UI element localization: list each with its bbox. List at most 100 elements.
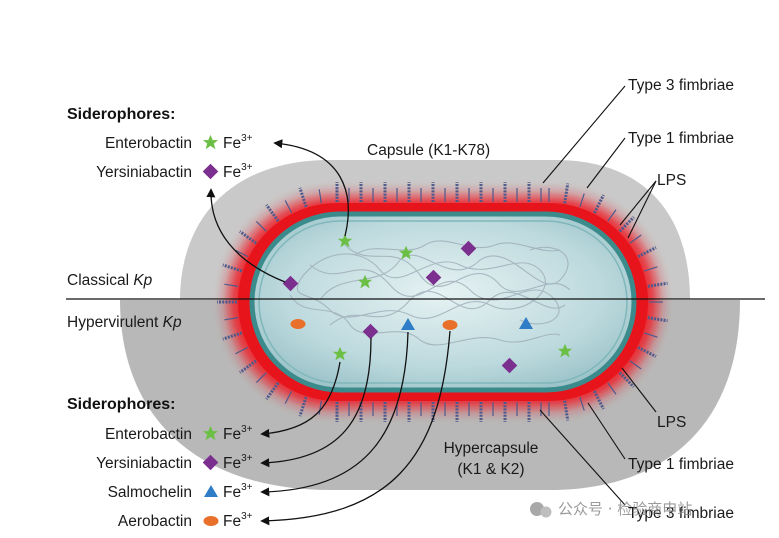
siderophore-name: Aerobactin [118,513,192,530]
arrow-enterobactin-bottom [260,361,341,438]
fimbria [265,382,280,400]
fimbria [637,346,657,358]
label-lps-bottom: LPS [657,414,686,431]
secretion-arrows [206,139,451,526]
lps-chain [224,317,239,321]
classical-siderophore-enterobactin: Enterobactin Fe3+ [105,133,253,152]
iron-label: Fe3+ [223,424,253,443]
lps-chain [629,234,642,244]
arrow-yersiniabactin-top [206,188,286,283]
lps-chain [284,200,293,214]
classical-kp-label: Classical Kp [67,272,153,289]
siderophore-name: Enterobactin [105,135,192,152]
iron-label: Fe3+ [223,482,253,501]
arrow-enterobactin-top [273,139,349,237]
label-type1-fimbriae-bottom: Type 1 fimbriae [628,456,734,473]
watermark: 公众号 · 检验商申站 [530,500,692,518]
fimbria [618,371,635,388]
fimbriae-group [217,182,668,422]
fimbria [239,359,257,374]
lps-chain [255,220,267,232]
lps-chain [579,193,585,208]
classical-siderophores-header: Siderophores: [67,106,175,123]
watermark-text: 公众号 · 检验商申站 [558,500,692,518]
classical-siderophore-yersiniabactin: Yersiniabactin Fe3+ [96,162,253,181]
hv-siderophore-aerobactin: Aerobactin Fe3+ [118,511,253,530]
label-type1-fimbriae-top: Type 1 fimbriae [628,130,734,147]
label-type3-fimbriae-bottom: Type 3 fimbriae [628,505,734,522]
fimbria [637,246,657,258]
leader-type3-top [542,85,626,184]
fimbria [593,194,605,214]
siderophore-name: Enterobactin [105,426,192,443]
wechat-icon [530,502,544,516]
fimbria [618,216,635,233]
lps-chain [235,249,249,258]
lps-chain [607,209,617,222]
triangle-icon [401,318,415,330]
lps-chain [643,332,658,338]
fimbria [222,263,243,273]
leader-type1-top [586,137,626,189]
leader-lps-bottom [621,367,657,413]
fimbria [593,390,605,410]
lps-chain [224,283,239,287]
hv-siderophore-yersiniabactin: Yersiniabactin Fe3+ [96,453,253,472]
lps-chain [318,400,322,415]
leader-lps-top [619,180,657,226]
leader-type1-bottom [587,402,626,460]
label-type3-fimbriae-top: Type 3 fimbriae [628,77,734,94]
hv-siderophore-salmochelin: Salmochelin Fe3+ [108,482,253,501]
siderophore-name: Yersiniabactin [96,455,192,472]
triangle-icon [204,485,218,497]
lps-chain [607,382,617,395]
fimbria [647,316,668,323]
diamond-icon [202,163,219,180]
hv-siderophore-enterobactin: Enterobactin Fe3+ [105,424,253,443]
lps-chain [235,346,249,355]
fimbria [647,281,668,288]
fimbria [563,400,570,421]
arrow-yersiniabactin-bottom [260,337,372,468]
arrow-aerobactin-bottom [260,330,451,526]
fimbria [222,331,243,341]
triangle-icon [519,317,533,329]
leader-lps-top-2 [627,180,657,239]
ellipse-icon [442,320,458,330]
hypervirulent-kp-label: Hypervirulent Kp [67,314,182,331]
fimbria [298,187,308,208]
iron-label: Fe3+ [223,133,253,152]
label-lps-top: LPS [657,172,686,189]
hypercapsule-label-line2: (K1 & K2) [457,461,524,478]
ellipse-icon [203,516,219,526]
fimbria [239,230,257,245]
iron-label: Fe3+ [223,511,253,530]
iron-label: Fe3+ [223,162,253,181]
lps-chain [629,360,642,370]
fimbria [563,183,570,204]
nucleoid [289,240,571,346]
ellipse-icon [290,319,306,329]
siderophore-name: Yersiniabactin [96,164,192,181]
diamond-icon [460,240,477,257]
fimbria [298,396,308,417]
lps-chain [255,372,267,384]
iron-label: Fe3+ [223,453,253,472]
lps-chain [643,266,658,272]
star-icon [202,134,219,150]
fimbria [265,204,280,222]
leader-lines [539,85,657,506]
lps-chain [318,189,322,204]
cell-body [249,211,637,393]
hypercapsule-label-line1: Hypercapsule [444,440,539,457]
siderophore-name: Salmochelin [108,484,192,501]
capsule-label: Capsule (K1-K78) [367,142,490,159]
hypervirulent-siderophores-header: Siderophores: [67,396,175,413]
wechat-icon-secondary [540,506,552,518]
arrow-salmochelin-bottom [260,331,409,497]
lps-chain [579,396,585,411]
leader-type3-bottom [539,409,626,506]
diamond-icon [202,454,219,471]
lps-chain [284,390,293,404]
